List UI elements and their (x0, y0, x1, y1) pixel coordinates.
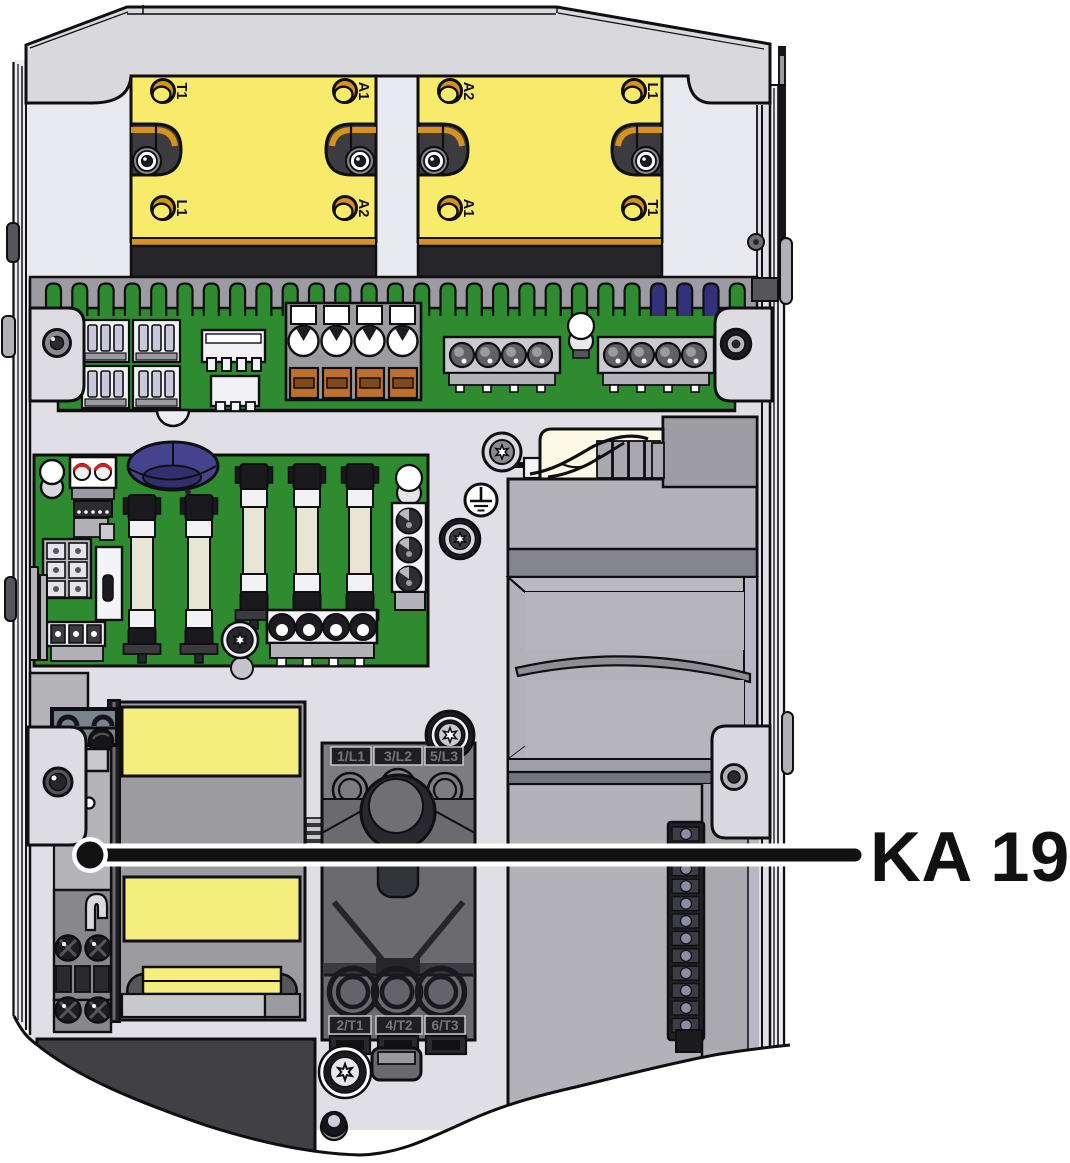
svg-text:L1: L1 (644, 83, 660, 100)
svg-text:6/T3: 6/T3 (431, 1018, 459, 1033)
svg-text:A2: A2 (460, 82, 476, 101)
svg-text:1/L1: 1/L1 (337, 748, 365, 764)
svg-text:3/L2: 3/L2 (384, 748, 412, 764)
svg-text:T1: T1 (644, 200, 660, 217)
svg-text:L1: L1 (173, 200, 189, 217)
svg-text:A2: A2 (355, 199, 371, 218)
svg-text:A1: A1 (355, 82, 371, 101)
svg-text:A1: A1 (460, 199, 476, 218)
svg-text:KA 19: KA 19 (870, 817, 1070, 896)
svg-text:2/T1: 2/T1 (336, 1018, 364, 1033)
svg-text:4/T2: 4/T2 (385, 1018, 412, 1033)
svg-text:T1: T1 (173, 83, 189, 100)
svg-text:5/L3: 5/L3 (430, 748, 458, 764)
